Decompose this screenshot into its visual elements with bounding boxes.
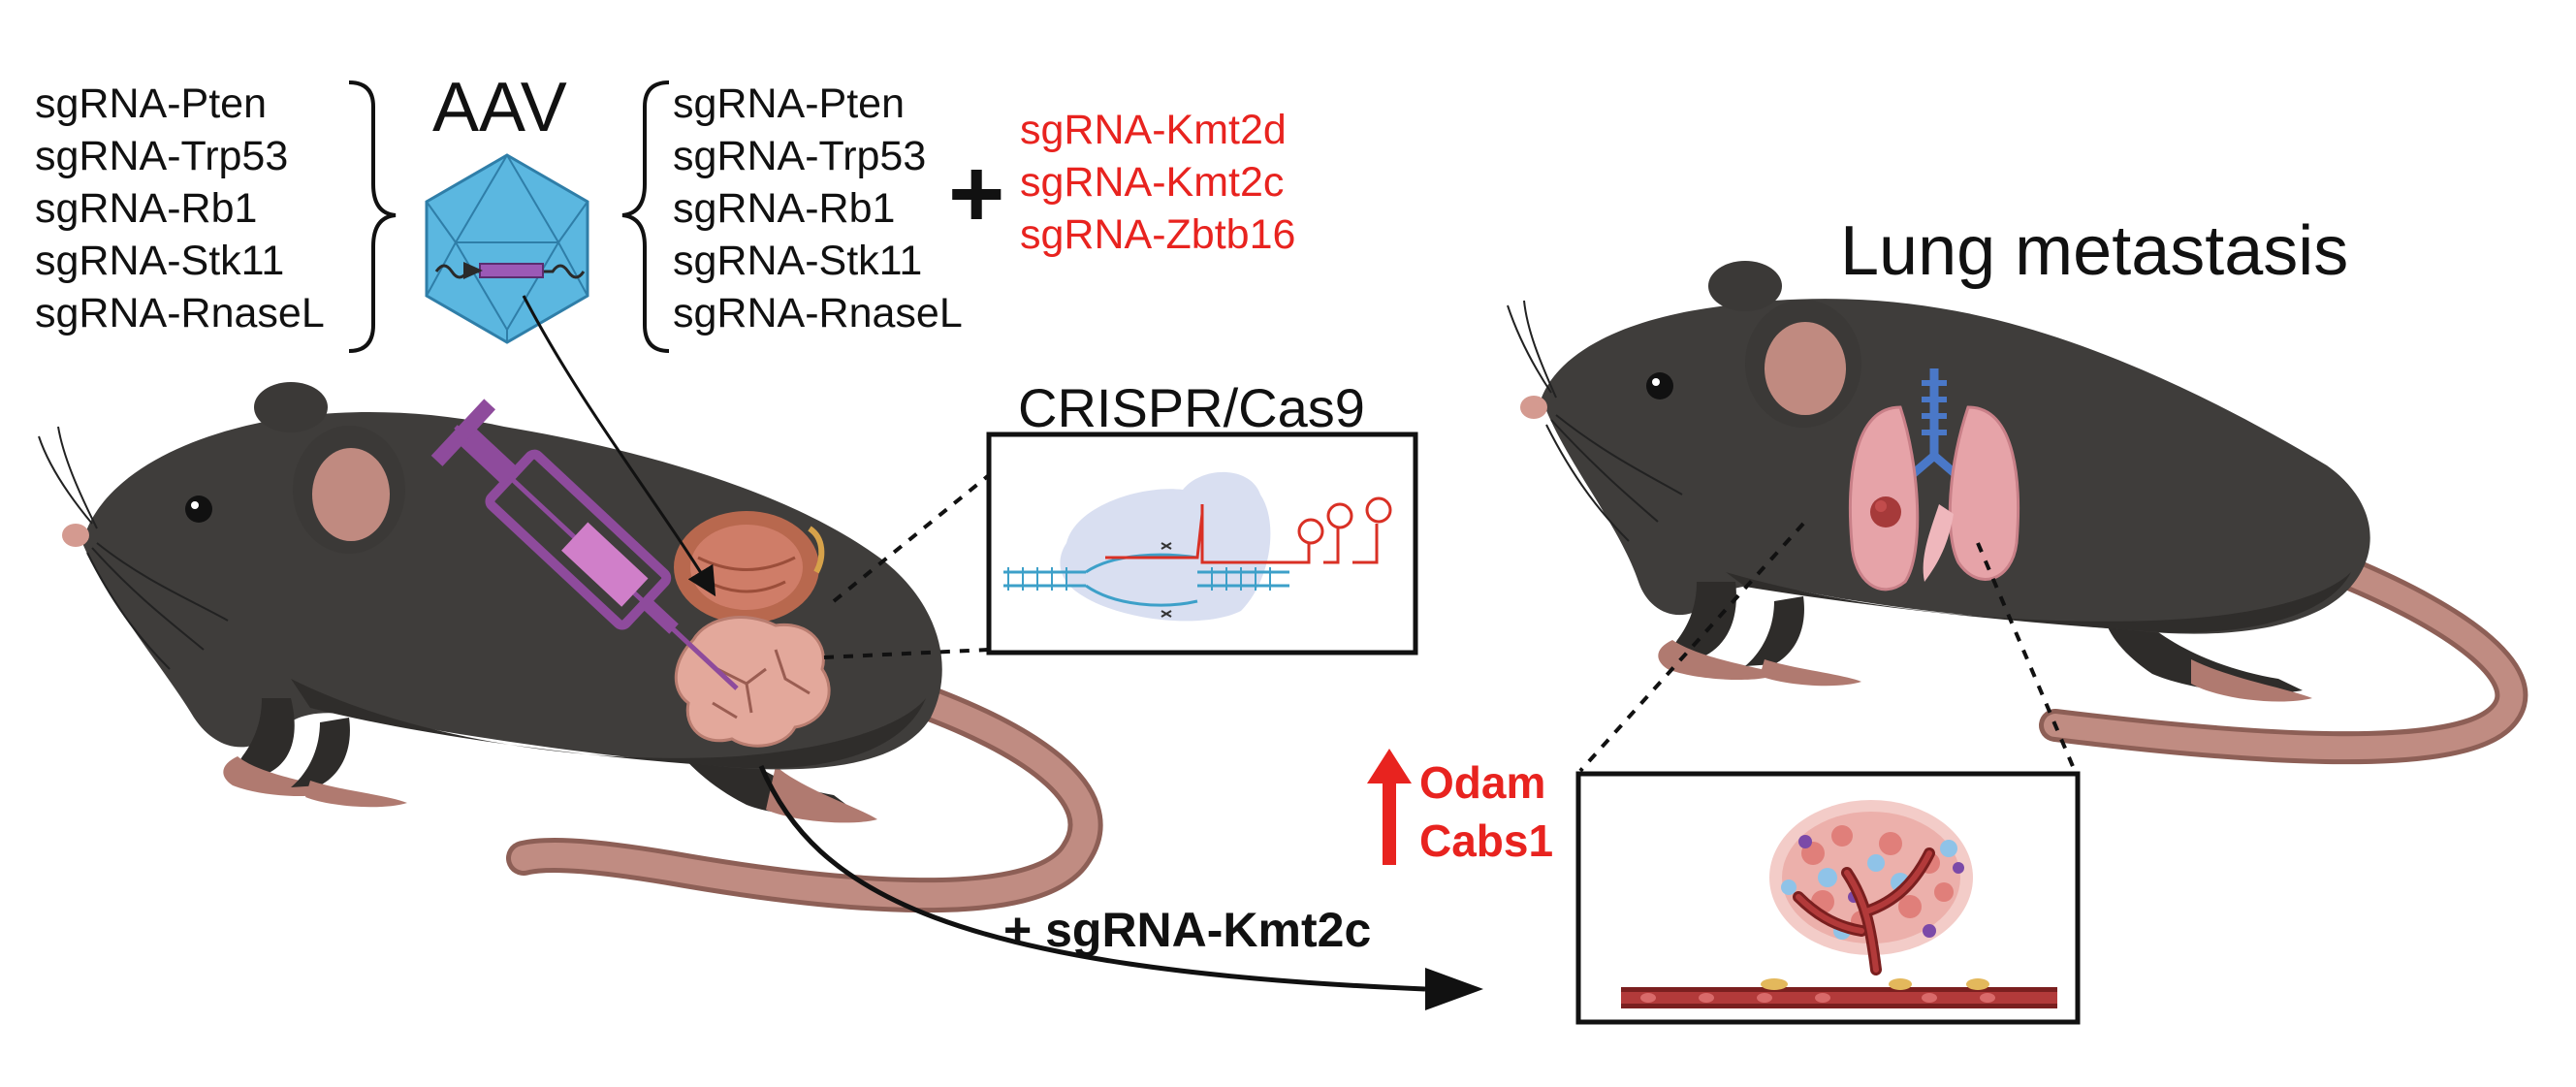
- sgrna-right-item: sgRNA-Pten: [673, 80, 905, 127]
- sgrna-left-item: sgRNA-Rb1: [35, 185, 258, 232]
- sgrna-extra-item: sgRNA-Zbtb16: [1020, 211, 1296, 258]
- left-mouse-eye: [185, 496, 212, 523]
- sgrna-right-item: sgRNA-Stk11: [673, 238, 923, 284]
- crispr-label: CRISPR/Cas9: [1018, 377, 1365, 438]
- left-mouse-nose: [62, 524, 89, 547]
- left-mouse-illustration: [38, 382, 1103, 913]
- upregulation-arrow: [1367, 749, 1412, 865]
- sgrna-left-item: sgRNA-Pten: [35, 80, 267, 127]
- sgrna-right-item: sgRNA-Rb1: [673, 185, 896, 232]
- upregulated-gene-label: Odam: [1419, 757, 1546, 808]
- callout-line-lower: [823, 648, 990, 659]
- metastasis-label: Lung metastasis: [1840, 212, 2349, 290]
- crispr-cas9-diagram: [1003, 471, 1392, 622]
- metastasis-tissue-illustration: [1621, 800, 2057, 1008]
- sgrna-list-right: sgRNA-Pten sgRNA-Trp53 sgRNA-Rb1 sgRNA-S…: [673, 78, 963, 339]
- sgrna-list-extra: sgRNA-Kmt2d sgRNA-Kmt2c sgRNA-Zbtb16: [1020, 104, 1295, 261]
- sgrna-extra-item: sgRNA-Kmt2c: [1020, 159, 1285, 206]
- left-brace: [348, 80, 397, 353]
- sgrna-left-item: sgRNA-Trp53: [35, 133, 289, 179]
- right-brace: [621, 80, 670, 353]
- sgrna-right-item: sgRNA-Trp53: [673, 133, 927, 179]
- sgrna-left-item: sgRNA-RnaseL: [35, 290, 325, 336]
- callout-line-lung-right: [1976, 542, 2077, 772]
- sgrna-list-left: sgRNA-Pten sgRNA-Trp53 sgRNA-Rb1 sgRNA-S…: [35, 78, 325, 339]
- upregulated-gene-label: Cabs1: [1419, 815, 1554, 866]
- prostate-tumor: [674, 616, 831, 748]
- syringe-illustration: [430, 399, 739, 690]
- sgrna-extra-item: sgRNA-Kmt2d: [1020, 107, 1287, 153]
- transition-label: + sgRNA-Kmt2c: [1003, 903, 1372, 957]
- plus-sign: +: [948, 140, 1005, 248]
- left-mouse-whiskers: [38, 426, 229, 670]
- transition-arrow: [758, 765, 1426, 992]
- callout-line-upper: [832, 473, 991, 603]
- callout-line-lung-left: [1578, 522, 1805, 773]
- aav-label: AAV: [432, 69, 567, 146]
- sgrna-left-item: sgRNA-Stk11: [35, 238, 285, 284]
- lungs-illustration: [1849, 368, 2019, 591]
- lung-metastatic-nodule: [1870, 496, 1901, 528]
- aav-capsid-icon: [425, 153, 716, 597]
- sgrna-right-item: sgRNA-RnaseL: [673, 290, 963, 336]
- right-mouse-illustration: [1507, 261, 2528, 765]
